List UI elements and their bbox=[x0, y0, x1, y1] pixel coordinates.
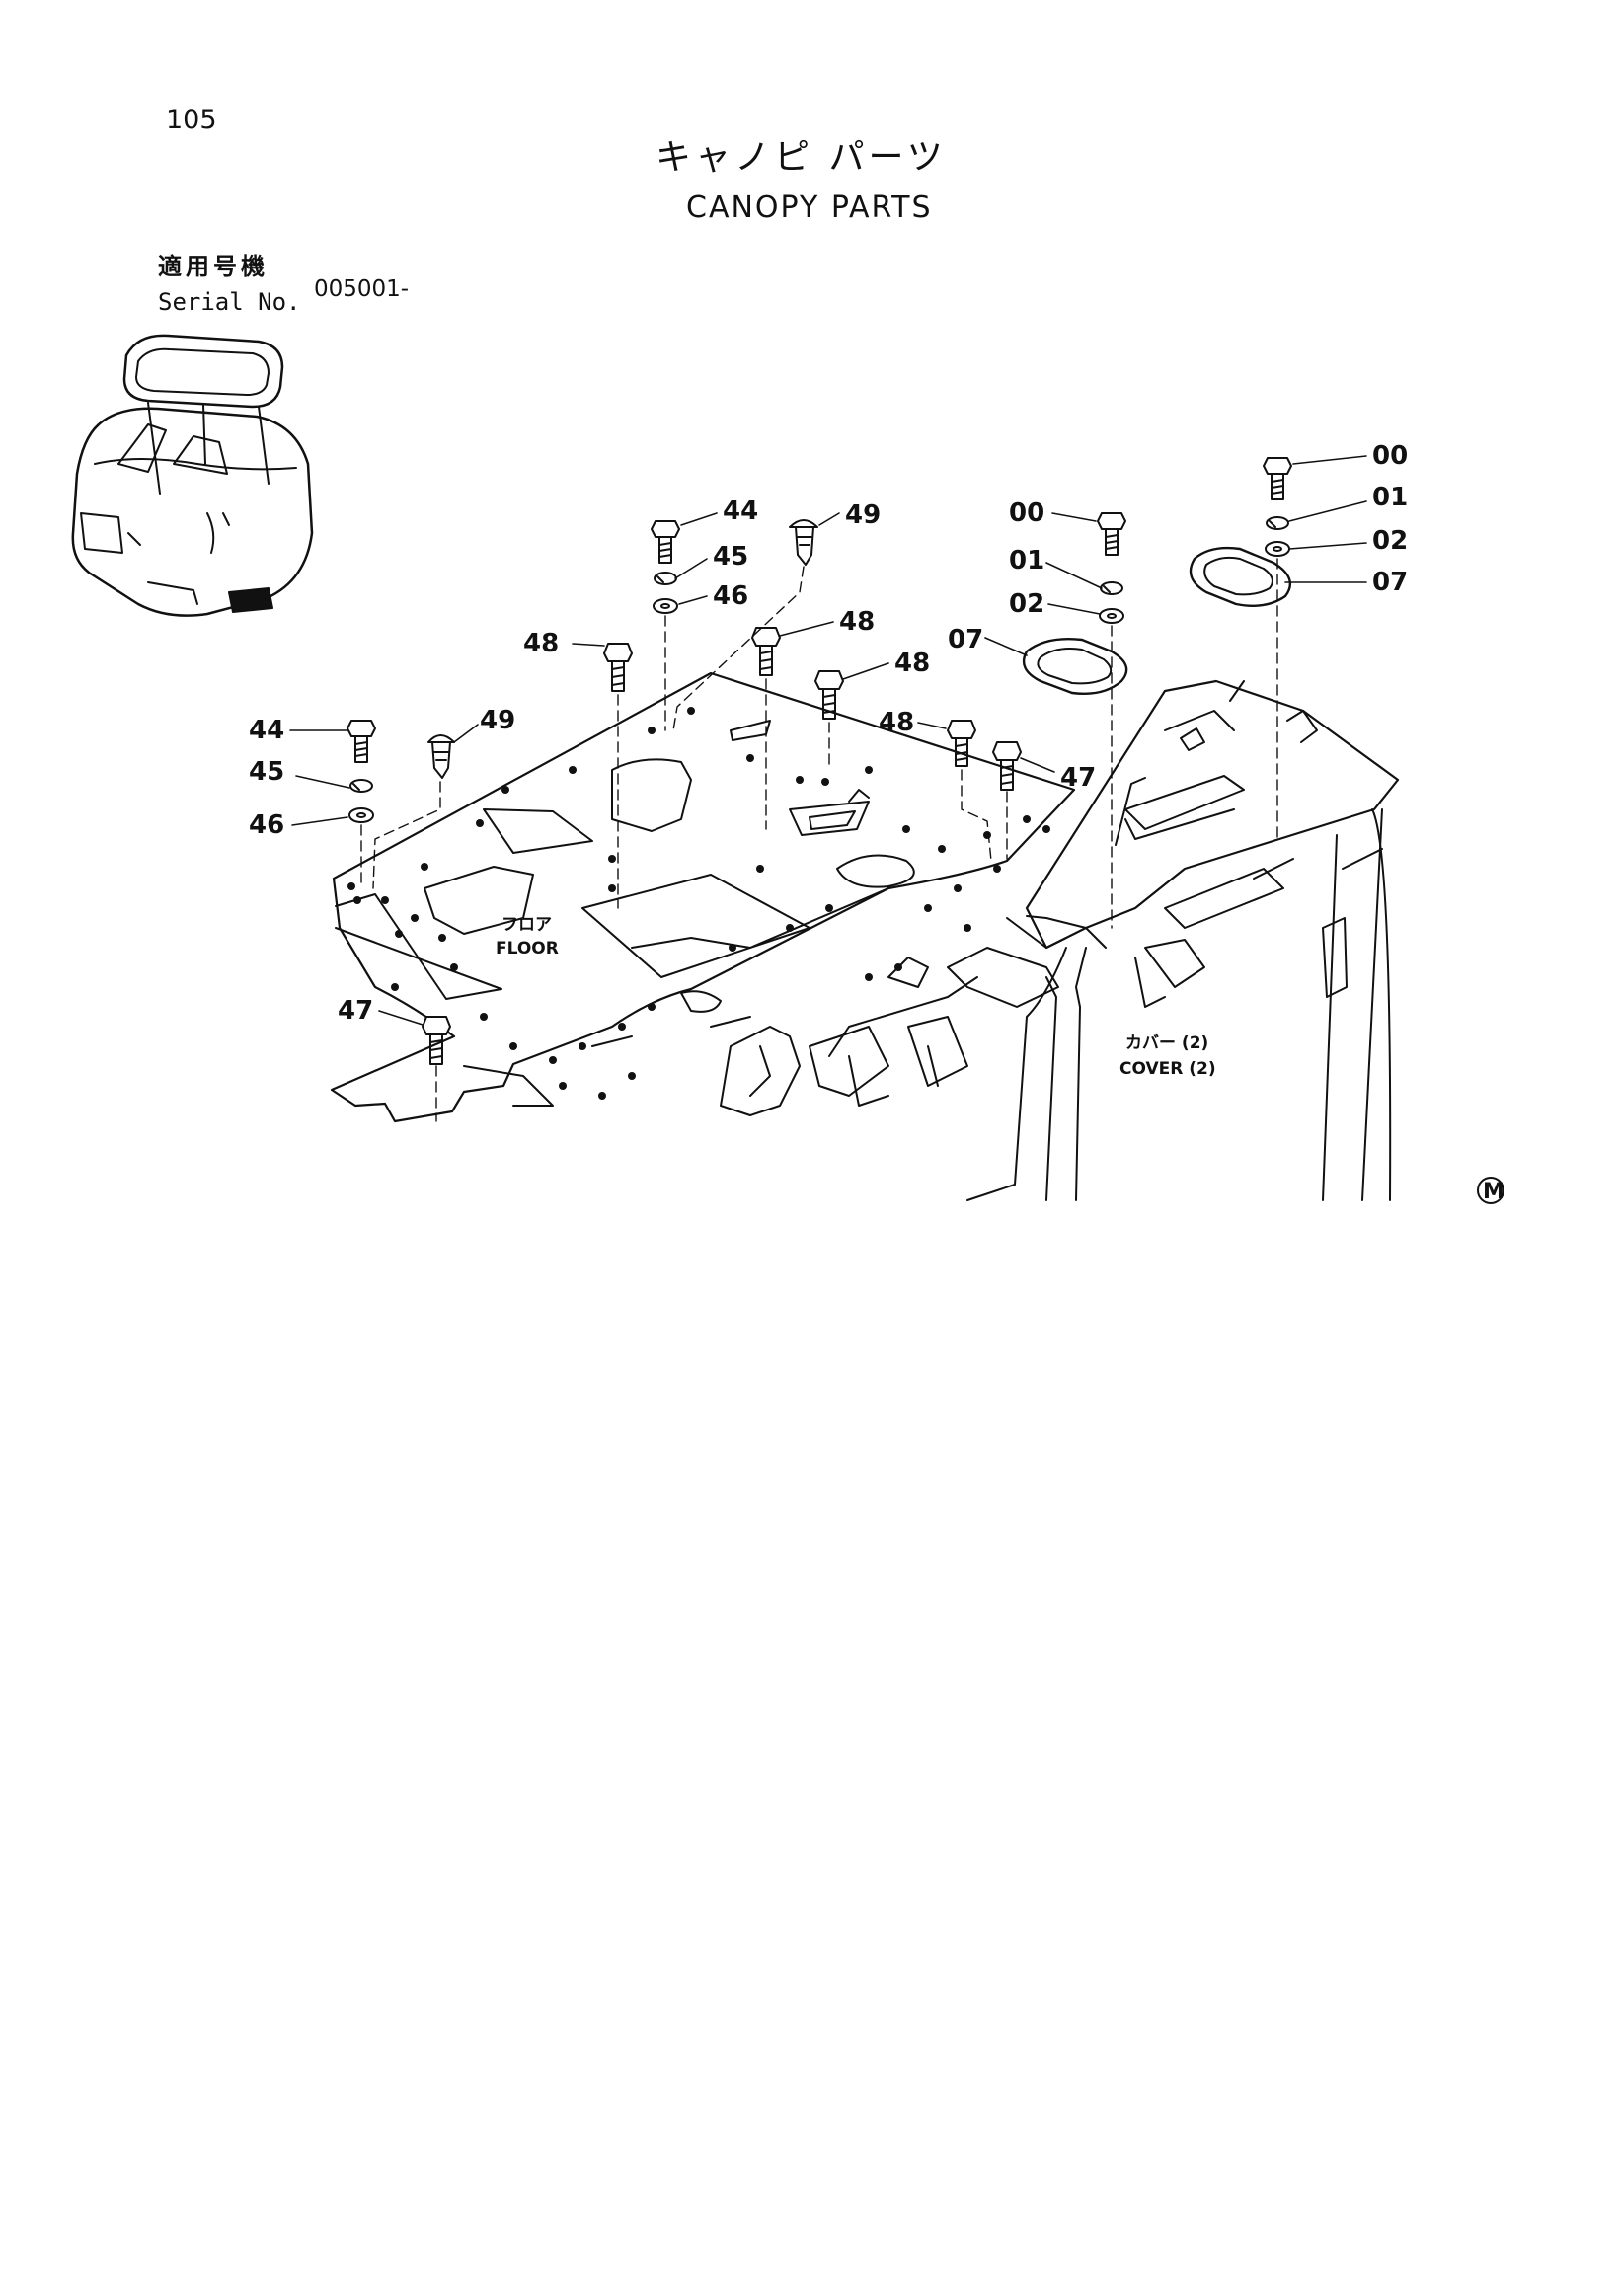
grommet-07-right bbox=[1189, 546, 1292, 607]
bolt-48-c bbox=[814, 670, 844, 720]
callout-47-lower: 47 bbox=[338, 996, 373, 1026]
callout-44-lower: 44 bbox=[249, 716, 284, 745]
callout-01-right: 01 bbox=[1372, 483, 1408, 512]
serial-label-japanese: 適用号機 bbox=[158, 253, 269, 280]
bolt-00-right bbox=[1263, 457, 1292, 500]
washer-46-upper bbox=[653, 598, 678, 614]
bolt-48-a bbox=[603, 643, 633, 692]
cover-label: COVER (2) bbox=[1119, 1059, 1216, 1079]
serial-label: Serial No. bbox=[158, 288, 301, 316]
washer-45-lower bbox=[349, 779, 373, 793]
page-title-japanese: キャノピ パーツ bbox=[656, 137, 947, 178]
callout-02-right: 02 bbox=[1372, 526, 1408, 556]
bolt-44-upper bbox=[651, 520, 680, 564]
bolt-47-right bbox=[992, 741, 1022, 791]
washer-01-right bbox=[1266, 516, 1289, 530]
clip-49-lower bbox=[427, 734, 455, 779]
callout-00-middle: 00 bbox=[1009, 498, 1044, 528]
callout-07-right: 07 bbox=[1372, 568, 1408, 597]
bolt-48-b bbox=[751, 627, 781, 676]
clip-49-upper bbox=[789, 519, 818, 566]
washer-46-lower bbox=[348, 807, 374, 823]
floor-plate bbox=[330, 671, 1076, 1123]
callout-48-c: 48 bbox=[894, 649, 930, 678]
callout-07-left: 07 bbox=[948, 625, 983, 654]
serial-number-value: 005001- bbox=[314, 276, 410, 302]
callout-48-b: 48 bbox=[839, 607, 875, 637]
callout-49-lower: 49 bbox=[480, 706, 515, 735]
model-mark: M bbox=[1477, 1177, 1504, 1204]
callout-45-lower: 45 bbox=[249, 757, 284, 787]
canopy-frame bbox=[710, 679, 1400, 1201]
washer-45-upper bbox=[654, 572, 677, 585]
cover-label-japanese: カバー (2) bbox=[1125, 1033, 1208, 1053]
callout-48-a: 48 bbox=[523, 629, 559, 658]
callout-01-middle: 01 bbox=[1009, 546, 1044, 575]
callout-49-upper: 49 bbox=[845, 500, 881, 530]
bolt-48-d bbox=[947, 720, 976, 767]
washer-02-middle bbox=[1099, 608, 1124, 624]
bolt-47-lower bbox=[422, 1016, 451, 1065]
floor-label: FLOOR bbox=[496, 939, 559, 958]
machine-thumbnail bbox=[71, 334, 314, 617]
callout-45-upper: 45 bbox=[713, 542, 748, 572]
callout-48-d: 48 bbox=[879, 708, 914, 737]
bolt-00-middle bbox=[1097, 512, 1126, 556]
washer-02-right bbox=[1265, 541, 1290, 557]
bolt-44-lower bbox=[347, 720, 376, 763]
model-mark-letter: M bbox=[1483, 1180, 1504, 1204]
page-number: 105 bbox=[166, 105, 217, 135]
callout-46-upper: 46 bbox=[713, 581, 748, 611]
callout-46-lower: 46 bbox=[249, 810, 284, 840]
callout-02-middle: 02 bbox=[1009, 589, 1044, 619]
callout-44-upper: 44 bbox=[723, 497, 758, 526]
assembly-center-lines bbox=[360, 558, 1278, 1122]
callout-00-right: 00 bbox=[1372, 441, 1408, 471]
grommet-07-left bbox=[1022, 638, 1128, 695]
washer-01-middle bbox=[1100, 581, 1123, 595]
floor-label-japanese: フロア bbox=[501, 915, 552, 935]
page-title: CANOPY PARTS bbox=[686, 191, 933, 225]
callout-leader-lines bbox=[289, 455, 1367, 1026]
callout-47-right: 47 bbox=[1060, 763, 1096, 793]
